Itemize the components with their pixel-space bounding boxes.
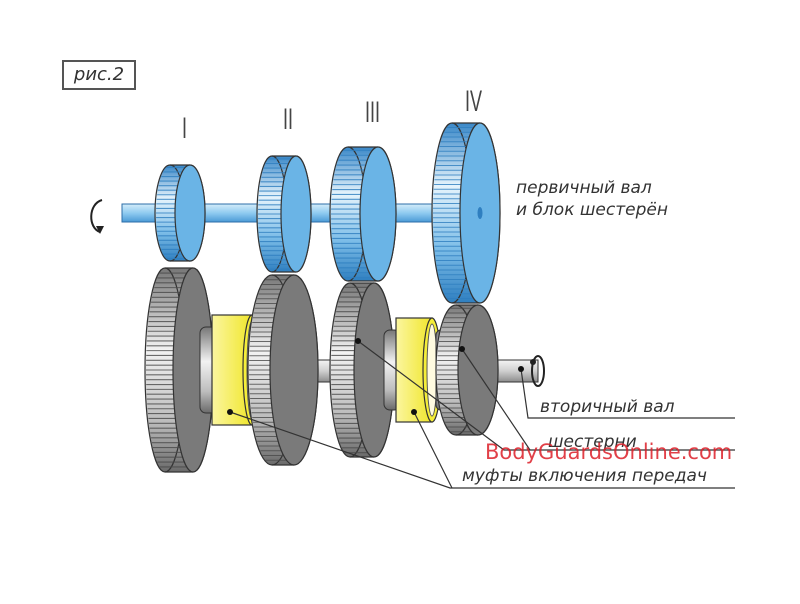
leader-dot: [355, 338, 361, 344]
secondary-gear-2-backface: [269, 274, 319, 466]
primary-gear-4: [431, 122, 501, 304]
primary-gear-1-backface: [174, 164, 206, 262]
primary-gear-4-hole: [477, 207, 483, 219]
secondary-gear-2-edge: [272, 274, 294, 466]
leader-gear-3: [357, 340, 735, 451]
primary-gear-3-edge: [348, 146, 378, 282]
leader-dot: [227, 409, 233, 415]
primary-shaft-label: первичный вал: [516, 178, 652, 198]
primary-shaft-assembly: [90, 122, 501, 304]
secondary-shaft-label: вторичный вал: [540, 397, 675, 417]
primary-shaft-label-line2: и блок шестерён: [516, 200, 668, 220]
secondary-gear-3: [329, 282, 395, 458]
clutches-label: муфты включения передач: [462, 466, 707, 486]
watermark: BodyGuardsOnline.com: [485, 440, 733, 464]
primary-gear-2-backface: [280, 155, 312, 273]
rotation-arrow-head-icon: [530, 359, 536, 365]
leader-lines: [227, 338, 735, 489]
primary-gear-1: [154, 164, 206, 262]
primary-gear-1-edge: [170, 164, 190, 262]
leader-dot: [459, 346, 465, 352]
secondary-gear-1: [144, 267, 214, 473]
rotation-arrow-secondary-icon: [531, 355, 545, 387]
secondary-gear-4-backface: [457, 304, 499, 436]
leader-gear-4: [461, 348, 531, 451]
secondary-gear-2: [247, 274, 319, 466]
gears-label: шестерни: [548, 432, 637, 452]
secondary-gear-1-edge: [165, 267, 193, 473]
primary-gear-3: [329, 146, 397, 282]
rotation-arrowhead-icon: [96, 226, 104, 234]
leader-clutch-1: [229, 411, 735, 489]
leader-clutch-2: [413, 411, 453, 489]
gear-label-4: IV: [465, 85, 483, 118]
figure-label: рис.2: [62, 60, 136, 90]
gear-label-2: II: [283, 103, 294, 136]
secondary-shaft-assembly: [144, 267, 545, 473]
leader-dot: [518, 366, 524, 372]
primary-gear-2: [256, 155, 312, 273]
gear-label-3: III: [365, 96, 381, 129]
leader-secondary-shaft: [520, 368, 735, 419]
gear-label-1: I: [182, 112, 188, 145]
primary-gear-2-edge: [272, 155, 296, 273]
secondary-gear-4: [435, 304, 499, 436]
primary-gear-4-edge: [452, 122, 480, 304]
primary-gear-3-backface: [359, 146, 397, 282]
leader-dot: [411, 409, 417, 415]
rotation-arrow-primary-icon: [90, 199, 103, 233]
secondary-gear-4-edge: [456, 304, 478, 436]
